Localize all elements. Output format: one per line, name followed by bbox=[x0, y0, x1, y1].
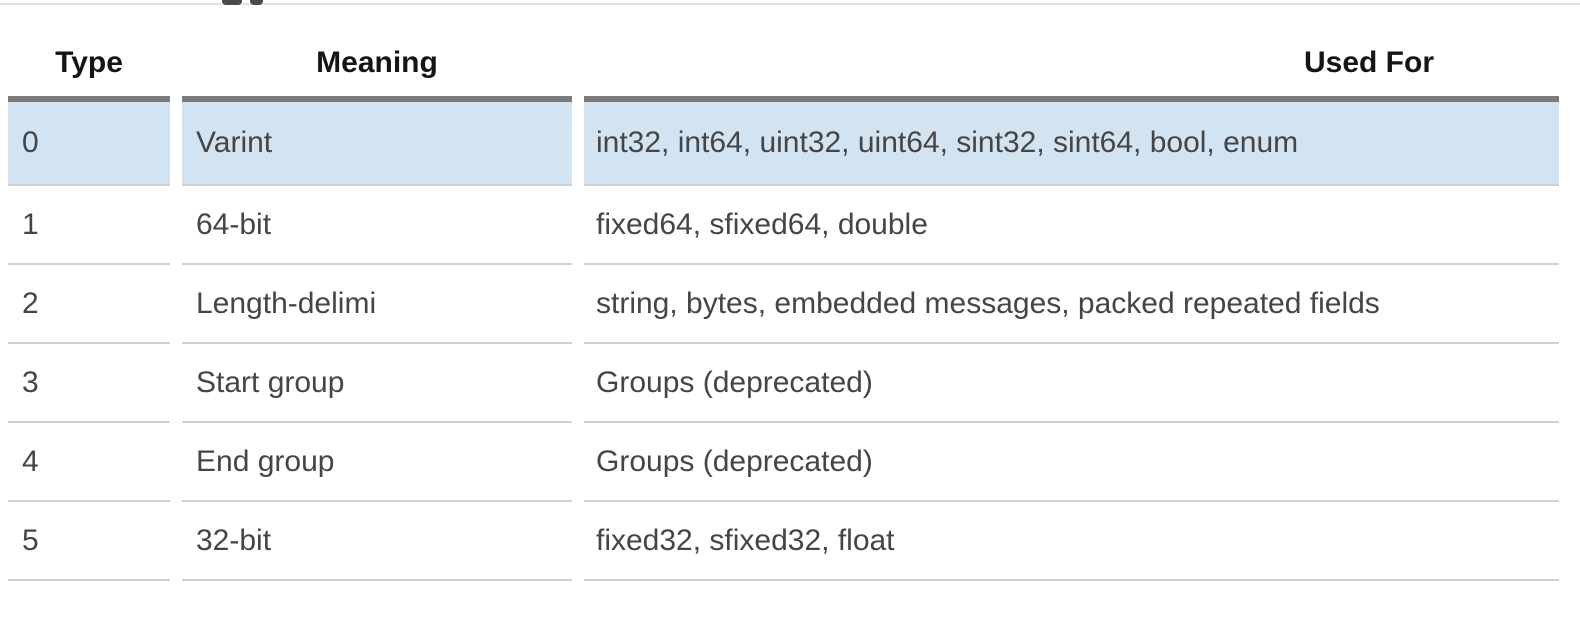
column-header-used-for: Used For bbox=[1303, 46, 1434, 79]
cropped-text-remnant bbox=[250, 0, 263, 5]
table-cell-used-for: fixed32, sfixed32, float bbox=[584, 502, 1559, 581]
table-cell-used-for: string, bytes, embedded messages, packed… bbox=[584, 265, 1559, 344]
table-cell-meaning: Varint bbox=[182, 96, 572, 186]
column-header-type: Type bbox=[55, 46, 123, 79]
table-cell-type: 3 bbox=[8, 344, 170, 423]
wire-type-table: Type Meaning Used For 0 Varint int32, in… bbox=[8, 30, 1559, 581]
table-cell-meaning: End group bbox=[182, 423, 572, 502]
top-divider-rule bbox=[0, 3, 1580, 5]
table-cell-type: 1 bbox=[8, 186, 170, 265]
table-cell-type: 4 bbox=[8, 423, 170, 502]
table-cell-meaning: Length-delimi bbox=[182, 265, 572, 344]
table-cell-used-for: int32, int64, uint32, uint64, sint32, si… bbox=[584, 96, 1559, 186]
table-cell-used-for: Groups (deprecated) bbox=[584, 423, 1559, 502]
cropped-text-remnant bbox=[222, 0, 242, 5]
table-cell-meaning: 64-bit bbox=[182, 186, 572, 265]
table-cell-meaning: Start group bbox=[182, 344, 572, 423]
table-cell-type: 2 bbox=[8, 265, 170, 344]
column-header-meaning: Meaning bbox=[316, 46, 438, 79]
table-cell-meaning: 32-bit bbox=[182, 502, 572, 581]
table-cell-type: 0 bbox=[8, 96, 170, 186]
table-cell-type: 5 bbox=[8, 502, 170, 581]
table-cell-used-for: fixed64, sfixed64, double bbox=[584, 186, 1559, 265]
table-cell-used-for: Groups (deprecated) bbox=[584, 344, 1559, 423]
